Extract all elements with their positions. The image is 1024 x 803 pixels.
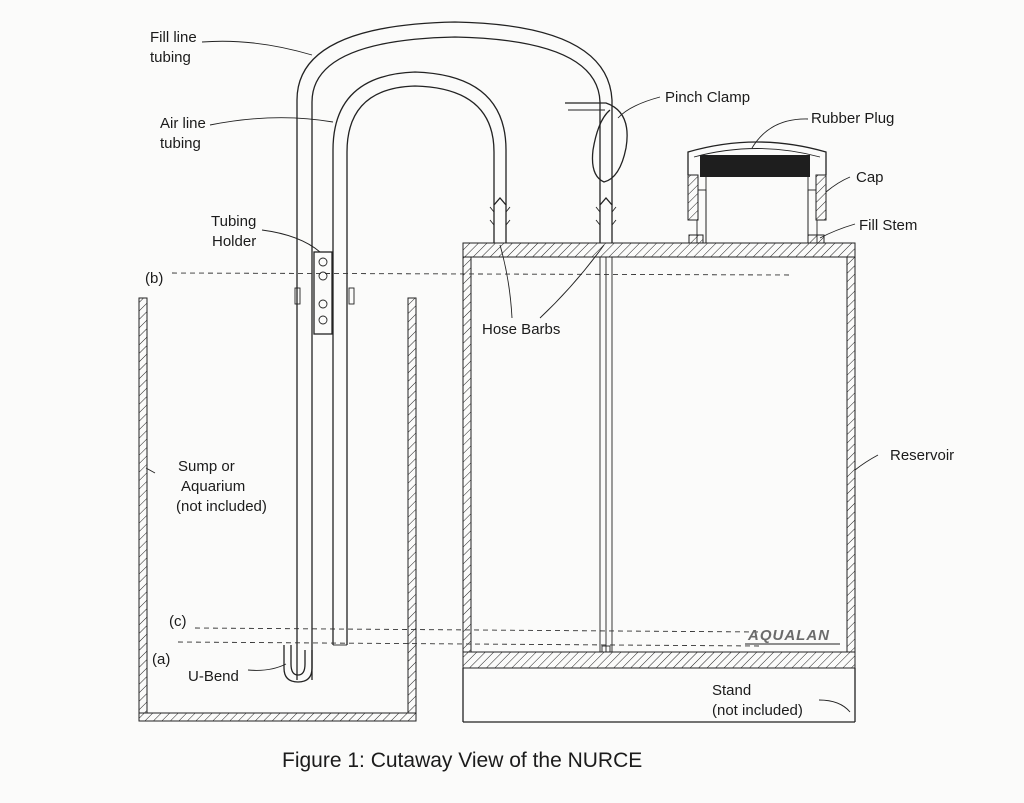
label-hose-barbs: Hose Barbs bbox=[482, 321, 560, 338]
label-u-bend: U-Bend bbox=[188, 668, 239, 685]
label-level-b: (b) bbox=[145, 270, 163, 287]
label-air-line-2: tubing bbox=[160, 135, 201, 152]
aqualan-brand: AQUALAN bbox=[745, 627, 840, 645]
label-tubing-holder-2: Holder bbox=[212, 233, 256, 250]
leader-lines bbox=[145, 40, 879, 713]
label-rubber-plug: Rubber Plug bbox=[811, 110, 894, 127]
sump-tank bbox=[138, 297, 417, 722]
u-bend bbox=[283, 645, 313, 683]
label-level-a: (a) bbox=[152, 651, 170, 668]
figure-caption: Figure 1: Cutaway View of the NURCE bbox=[282, 749, 642, 772]
label-cap: Cap bbox=[856, 169, 884, 186]
label-reservoir: Reservoir bbox=[890, 447, 954, 464]
air-line-tubing bbox=[332, 71, 507, 646]
fill-line-tubing bbox=[296, 21, 613, 680]
label-fill-line-2: tubing bbox=[150, 49, 191, 66]
reservoir-tank bbox=[462, 242, 856, 669]
label-fill-line-1: Fill line bbox=[150, 29, 197, 46]
label-sump-2: Aquarium bbox=[181, 478, 245, 495]
label-air-line-1: Air line bbox=[160, 115, 206, 132]
label-tubing-holder-1: Tubing bbox=[211, 213, 256, 230]
hose-barbs bbox=[489, 197, 617, 243]
label-fill-stem: Fill Stem bbox=[859, 217, 917, 234]
brand-text: AQUALAN bbox=[747, 627, 830, 644]
fill-stem-assembly bbox=[687, 141, 827, 244]
rubber-plug-shape bbox=[700, 155, 810, 177]
label-sump-3: (not included) bbox=[176, 498, 267, 515]
label-stand-2: (not included) bbox=[712, 702, 803, 719]
label-stand-1: Stand bbox=[712, 682, 751, 699]
label-level-c: (c) bbox=[169, 613, 187, 630]
pinch-clamp bbox=[565, 102, 628, 183]
level-lines bbox=[171, 272, 791, 647]
tubing-holder bbox=[294, 251, 355, 335]
label-sump-1: Sump or bbox=[178, 458, 235, 475]
label-pinch-clamp: Pinch Clamp bbox=[665, 89, 750, 106]
stand bbox=[462, 668, 856, 723]
